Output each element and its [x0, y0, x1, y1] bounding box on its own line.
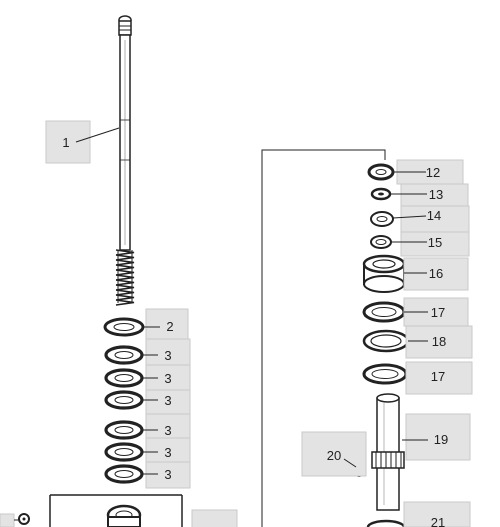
washer-3: [104, 464, 144, 484]
callout-3: 3: [142, 338, 191, 366]
callout-3-label: 3: [164, 467, 171, 482]
callout-20-label: 20: [327, 448, 341, 463]
washer-13: [370, 187, 392, 201]
shaft-threads: [115, 249, 135, 306]
washer-3: [104, 345, 144, 365]
washer-stack-3: 3 3 3 3 3 3: [104, 338, 191, 489]
callout-15-label: 15: [428, 235, 442, 250]
callout-1: 1: [45, 120, 120, 164]
callout-17-bottom: 17: [405, 361, 473, 395]
callout-14-label: 14: [427, 208, 441, 223]
callout-3-label: 3: [164, 423, 171, 438]
ring-21: [366, 519, 406, 527]
callout-3-label: 3: [164, 445, 171, 460]
washer-3: [104, 390, 144, 410]
callout-1-label: 1: [62, 135, 69, 150]
callout-14: 14: [392, 205, 470, 233]
washer-3: [104, 442, 144, 462]
callout-17-top: 17: [403, 297, 469, 327]
callout-19-label: 19: [434, 432, 448, 447]
lower-housing: [49, 494, 238, 527]
sleeve-19: [371, 393, 405, 511]
callout-21-label: 21: [431, 515, 445, 527]
ring-15: [370, 235, 392, 249]
callout-15: 15: [391, 231, 470, 257]
small-fitting-icon: [0, 513, 30, 527]
callout-3-label: 3: [164, 393, 171, 408]
washer-17-bottom: [362, 363, 408, 385]
washer-3: [104, 368, 144, 388]
callout-16-label: 16: [429, 266, 443, 281]
callout-3-label: 3: [164, 348, 171, 363]
callout-3-label: 3: [164, 371, 171, 386]
callout-3: 3: [142, 389, 191, 417]
callout-17-top-label: 17: [431, 305, 445, 320]
washer-2: [103, 317, 145, 337]
callout-12: 12: [393, 159, 464, 185]
callout-17-bottom-label: 17: [431, 369, 445, 384]
callout-3: 3: [142, 461, 191, 489]
callout-2-label: 2: [166, 319, 173, 334]
callout-18: 18: [405, 325, 473, 359]
callout-20: 20: [301, 431, 367, 477]
callout-13-label: 13: [429, 187, 443, 202]
washer-17-top: [362, 301, 406, 323]
callout-18-label: 18: [432, 334, 446, 349]
callout-12-label: 12: [426, 165, 440, 180]
bushing-16: [362, 254, 406, 293]
callout-16: 16: [403, 257, 469, 291]
callout-3: 3: [142, 413, 191, 441]
washer-14: [370, 211, 394, 227]
nut-12: [367, 163, 395, 181]
washer-3: [104, 420, 144, 440]
callout-13: 13: [390, 183, 469, 207]
callout-19: 19: [402, 413, 471, 461]
callout-21: 21: [403, 501, 471, 527]
callout-2: 2: [143, 308, 189, 342]
callout-3: 3: [142, 364, 191, 392]
washer-18: [362, 329, 410, 353]
shaft-part-1: [115, 15, 135, 306]
callout-3: 3: [142, 437, 191, 465]
